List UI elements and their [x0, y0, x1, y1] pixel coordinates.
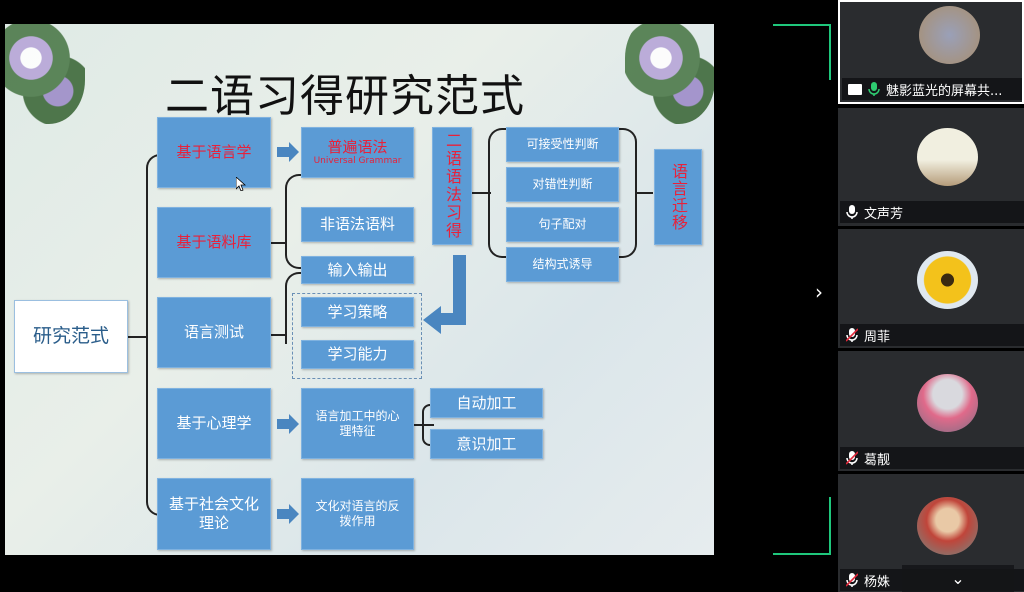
node-l2-grammar: 二语语法习得: [432, 127, 472, 245]
ug-cn: 普遍语法: [327, 137, 388, 156]
ug-en: Universal Grammar: [313, 156, 402, 167]
avatar: [917, 128, 978, 186]
big-arrow-shaft: [453, 255, 466, 325]
participant-namebar: 周菲: [840, 324, 1024, 346]
flower-decoration: [625, 24, 714, 124]
screen-share-icon: [848, 83, 862, 95]
connector-line: [271, 334, 287, 336]
node-learning-ability: 学习能力: [301, 340, 414, 369]
avatar: [917, 251, 978, 309]
connector-brace: [285, 272, 301, 344]
root-node: 研究范式: [14, 300, 128, 373]
connector-line: [414, 424, 434, 426]
connector-brace: [488, 128, 506, 258]
participant-namebar: 文声芳: [840, 201, 1024, 223]
big-arrow-head-icon: [423, 306, 441, 334]
avatar: [917, 497, 978, 555]
arrow-right-icon: [277, 142, 299, 162]
node-non-grammar-corpus: 非语法语料: [301, 207, 414, 242]
connector-brace: [422, 404, 434, 446]
mic-muted-icon: [845, 328, 859, 342]
connector-line: [635, 192, 653, 194]
participant-tile[interactable]: 文声芳: [838, 108, 1024, 226]
mic-on-icon: [846, 205, 858, 219]
node-universal-grammar: 普遍语法 Universal Grammar: [301, 127, 414, 178]
shared-slide: 二语习得研究范式 研究范式 基于语言学 基于语料库 语言测试 基于心理学 基于社…: [5, 24, 714, 555]
left-node-sociocultural: 基于社会文化理论: [157, 478, 271, 550]
node-culture-backwash: 文化对语言的反拨作用: [301, 478, 414, 550]
node-learning-strategy: 学习策略: [301, 297, 414, 327]
arrow-right-icon: [277, 504, 299, 524]
participant-name: 魅影蓝光的屏幕共...: [886, 83, 1003, 99]
video-frame-corner: [773, 497, 831, 555]
participant-name: 文声芳: [864, 206, 904, 222]
participant-name: 杨姝: [864, 574, 891, 590]
method-acceptability: 可接受性判断: [506, 127, 619, 162]
node-automatic-processing: 自动加工: [430, 388, 543, 418]
method-sentence-matching: 句子配对: [506, 207, 619, 242]
slide-title: 二语习得研究范式: [165, 71, 525, 122]
connector-line: [271, 242, 287, 244]
left-node-psychology: 基于心理学: [157, 388, 271, 459]
left-node-testing: 语言测试: [157, 297, 271, 368]
flower-decoration: [5, 24, 85, 124]
video-frame-corner: [773, 24, 831, 80]
node-psych-features: 语言加工中的心理特征: [301, 388, 414, 459]
connector-line: [471, 192, 491, 194]
big-arrow-bottom: [437, 313, 466, 325]
participant-name: 周菲: [864, 329, 891, 345]
left-node-corpus: 基于语料库: [157, 207, 271, 278]
connector-brace: [285, 174, 301, 269]
arrow-right-icon: [277, 414, 299, 434]
dashed-group: [292, 293, 422, 379]
expand-panel-chevron-icon[interactable]: ›: [815, 280, 823, 304]
mouse-cursor-icon: [236, 177, 246, 191]
connector-line: [128, 336, 148, 338]
participant-tile[interactable]: 周菲: [838, 229, 1024, 348]
participant-namebar: 葛靓: [840, 447, 1024, 469]
avatar: [917, 374, 978, 432]
mic-on-icon: [868, 82, 880, 96]
node-conscious-processing: 意识加工: [430, 429, 543, 459]
node-language-transfer: 语言迁移: [654, 149, 702, 245]
participant-name: 葛靓: [864, 452, 891, 468]
method-elicitation: 结构式诱导: [506, 247, 619, 282]
scroll-down-chevron-icon[interactable]: ⌄: [902, 565, 1014, 592]
participant-tile[interactable]: 葛靓: [838, 351, 1024, 471]
mic-muted-icon: [845, 451, 859, 465]
participant-tile[interactable]: 魅影蓝光的屏幕共...: [838, 0, 1024, 104]
avatar: [919, 6, 980, 64]
left-node-linguistics: 基于语言学: [157, 117, 271, 188]
node-input-output: 输入输出: [301, 256, 414, 284]
method-correctness: 对错性判断: [506, 167, 619, 202]
connector-brace: [146, 154, 162, 516]
mic-muted-icon: [845, 573, 859, 587]
participant-namebar: 魅影蓝光的屏幕共...: [842, 78, 1022, 100]
